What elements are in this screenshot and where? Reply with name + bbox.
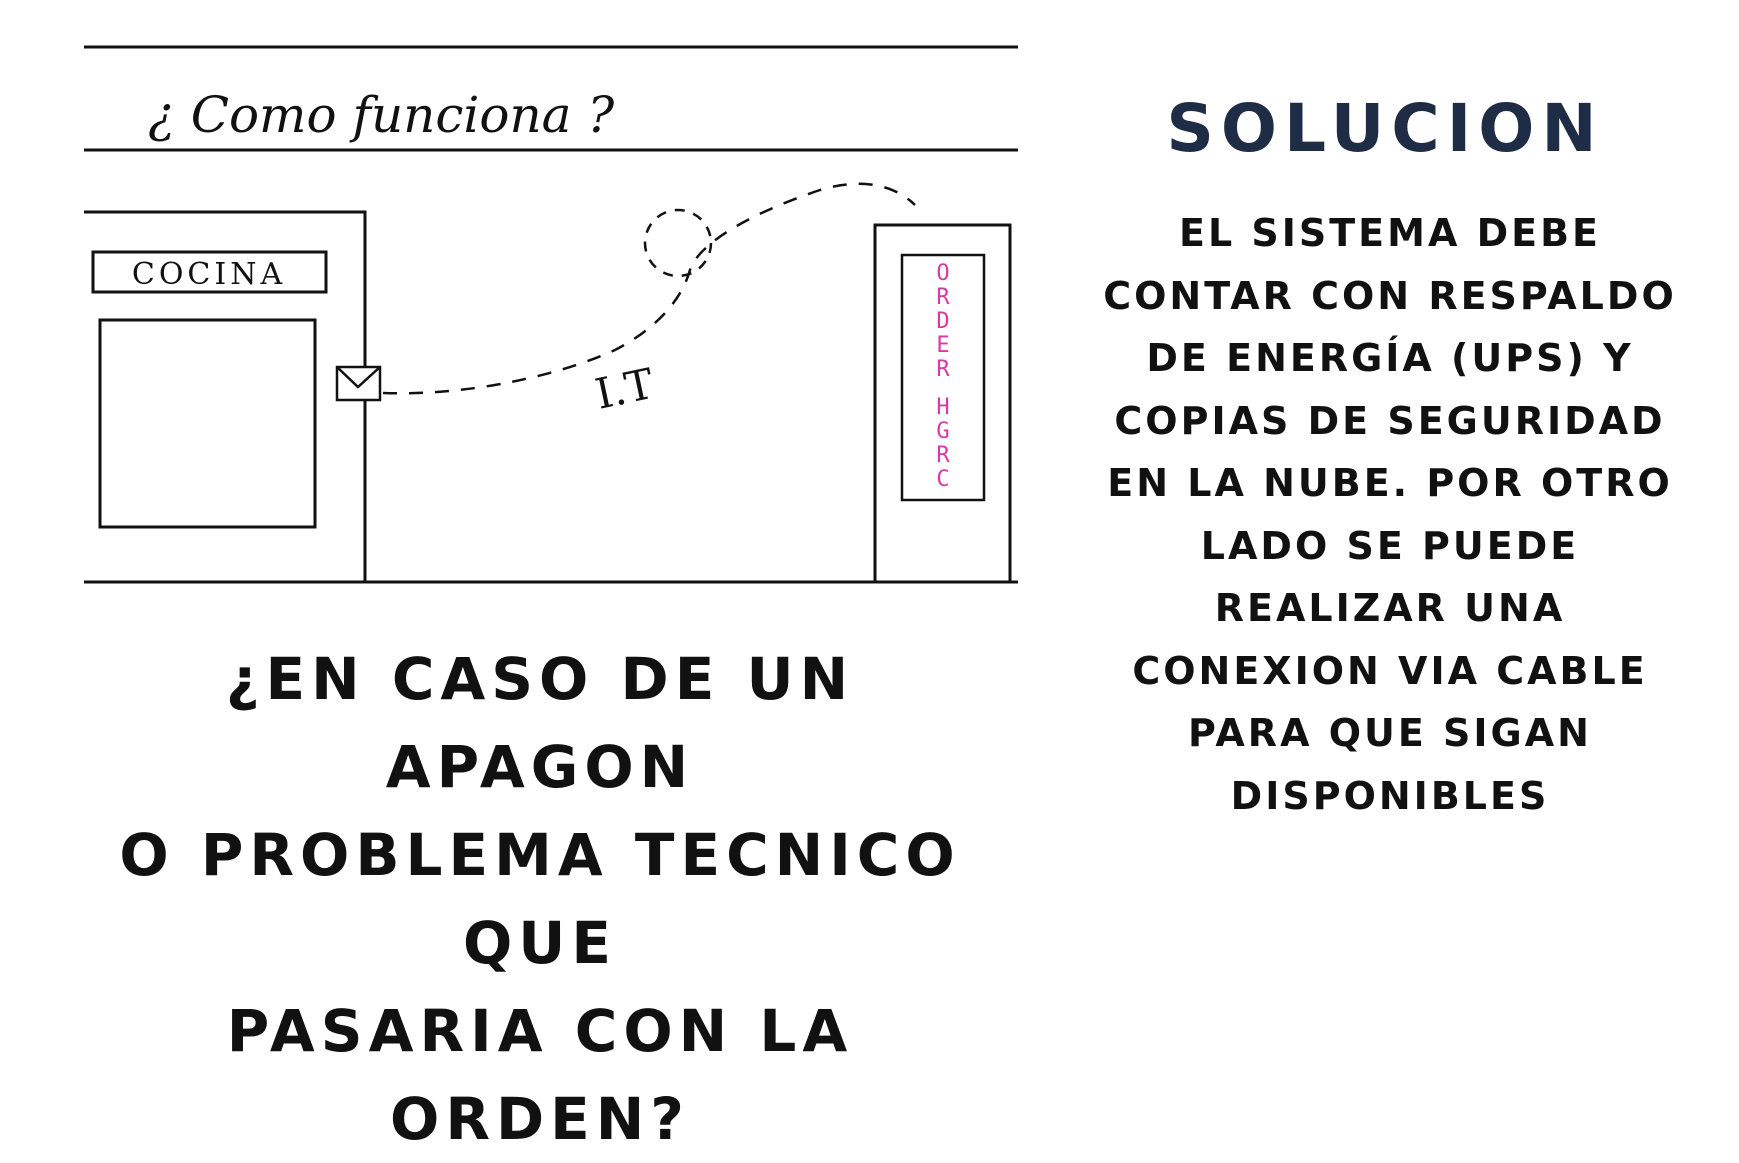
solution-line: DISPONIBLES: [1230, 773, 1550, 818]
solution-line: CONTAR CON RESPALDO: [1103, 273, 1677, 318]
envelope-icon: [335, 365, 382, 402]
solution-line: CONEXION VIA CABLE: [1132, 648, 1648, 693]
iot-dashed-path: [382, 182, 916, 395]
kitchen-window: [98, 318, 317, 529]
solution-line: REALIZAR UNA: [1214, 586, 1566, 630]
order-letter: R: [936, 357, 950, 382]
question-text: ¿EN CASO DE UN APAGON O PROBLEMA TECNICO…: [70, 635, 1010, 1163]
order-letter: O: [936, 261, 949, 286]
order-letter: C: [936, 467, 949, 492]
order-letter: E: [936, 333, 949, 358]
order-letter: H: [936, 395, 949, 420]
question-line-3: PASARIA CON LA ORDEN?: [226, 997, 854, 1153]
sketch-heading: ¿ Como funciona ?: [148, 86, 615, 144]
kitchen-label: COCINA: [132, 257, 286, 292]
solution-title: SOLUCION: [1166, 90, 1604, 167]
solution-line: PARA QUE SIGAN: [1188, 711, 1592, 755]
question-line-2: O PROBLEMA TECNICO QUE: [119, 821, 961, 977]
solution-body: EL SISTEMA DEBE CONTAR CON RESPALDO DE ENE…: [1085, 202, 1695, 827]
solution-line: COPIAS DE SEGURIDAD: [1114, 398, 1666, 443]
solution-line: EL SISTEMA DEBE: [1178, 211, 1602, 255]
kitchen-building: COCINA: [84, 210, 367, 582]
iot-label: I.T: [591, 359, 658, 419]
order-letter: R: [936, 285, 950, 310]
kitchen-sign: [91, 250, 328, 294]
solution-line: DE ENERGÍA (UPS) Y: [1146, 336, 1634, 380]
order-screen: [900, 253, 986, 502]
order-letter: D: [936, 309, 949, 334]
cloud-icon: [643, 208, 713, 278]
solution-line: LADO SE PUEDE: [1200, 523, 1580, 568]
solution-line: EN LA NUBE. POR OTRO: [1107, 461, 1673, 505]
order-letter: G: [936, 419, 949, 444]
order-letter: R: [936, 443, 950, 468]
question-line-1: ¿EN CASO DE UN APAGON: [225, 645, 855, 801]
